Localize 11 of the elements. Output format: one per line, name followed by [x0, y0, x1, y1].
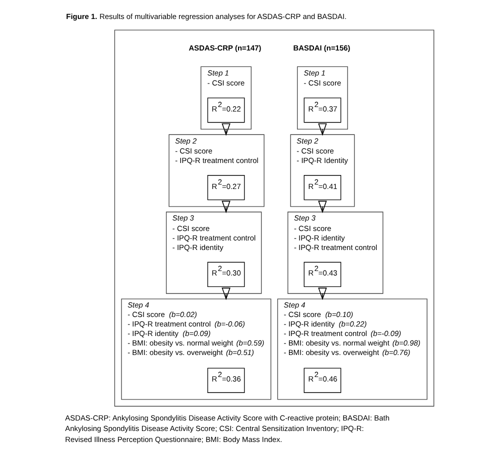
caption: ASDAS-CRP: Ankylosing Spondylitis Disease Activity Score with C-reactive protein; BASDAI: Bath Ankylosing Spondylitis Disease Activity Score; CSI: Central Sensitization Inventory; IPQ-R: Revised Illness Perception Questionnaire; BMI: Body Mass Index.: [64, 413, 389, 444]
arrow: [221, 123, 230, 136]
diagram-title: Figure 1. Results of multivariable regression analyses for ASDAS-CRP and BASDAI.: [66, 12, 346, 22]
label: BASDAI (n=156): [292, 43, 350, 52]
arrow: [318, 123, 326, 136]
arrow: [318, 200, 326, 214]
arrow: [221, 288, 230, 300]
arrow: [221, 200, 230, 214]
arrow: [318, 288, 326, 300]
cluster: [114, 30, 434, 407]
label: ASDAS-CRP (n=147): [188, 43, 261, 52]
